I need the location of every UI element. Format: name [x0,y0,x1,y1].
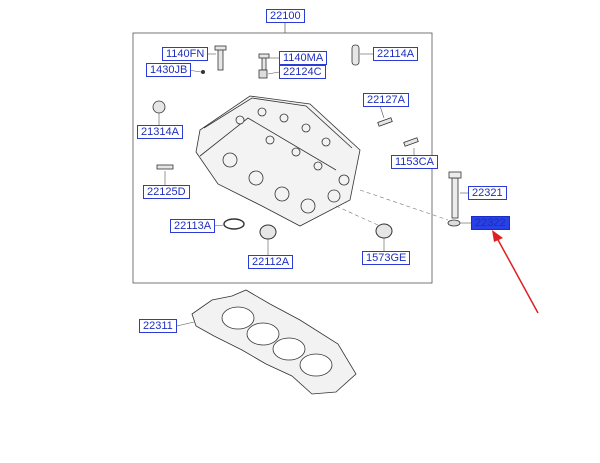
part-label-1573ge[interactable]: 1573GE [362,251,411,265]
dowel-22114a [351,44,360,66]
seal-22112a [259,224,277,240]
part-label-22127a[interactable]: 22127A [363,93,409,107]
part-label-22125d[interactable]: 22125D [143,185,190,199]
part-label-22114a[interactable]: 22114A [373,47,419,61]
plug-1573ge [375,223,393,239]
part-label-22311[interactable]: 22311 [139,319,177,333]
cylinder-head-illustration [195,95,361,227]
part-label-1140ma[interactable]: 1140MA [279,51,328,65]
part-label-22113a[interactable]: 22113A [170,219,216,233]
part-label-1140fn[interactable]: 1140FN [162,47,209,61]
part-label-1430jb[interactable]: 1430JB [146,63,192,77]
stud-22127a [377,117,393,127]
dashed-guide-bolt [359,189,449,221]
head-gasket-illustration [191,289,357,395]
head-bolt-22321 [448,171,462,219]
seal-21314a [152,100,166,114]
part-label-1153ca[interactable]: 1153CA [391,155,438,169]
bolt-1140ma [258,53,270,71]
part-label-21314a[interactable]: 21314A [137,125,183,139]
part-label-22100[interactable]: 22100 [266,9,305,23]
bolt-1140fn [214,45,227,71]
leader-22127a [379,105,385,119]
dashed-guide-plug [335,205,381,227]
part-label-22124c[interactable]: 22124C [279,65,326,79]
pin-22125d [156,164,174,170]
leader-22311 [176,321,195,327]
part-label-22321[interactable]: 22321 [468,186,507,200]
washer-22322 [447,219,461,227]
pin-1430jb [201,70,205,74]
seal-22113a [223,218,245,230]
pointer-arrow [492,230,539,314]
part-label-22322[interactable]: 22322 [471,216,510,230]
leader-22113a [213,224,225,227]
stud-1153ca [403,137,419,147]
seal-22124c [258,69,268,79]
leader-22124c [267,71,280,75]
part-label-22112a[interactable]: 22112A [248,255,294,269]
